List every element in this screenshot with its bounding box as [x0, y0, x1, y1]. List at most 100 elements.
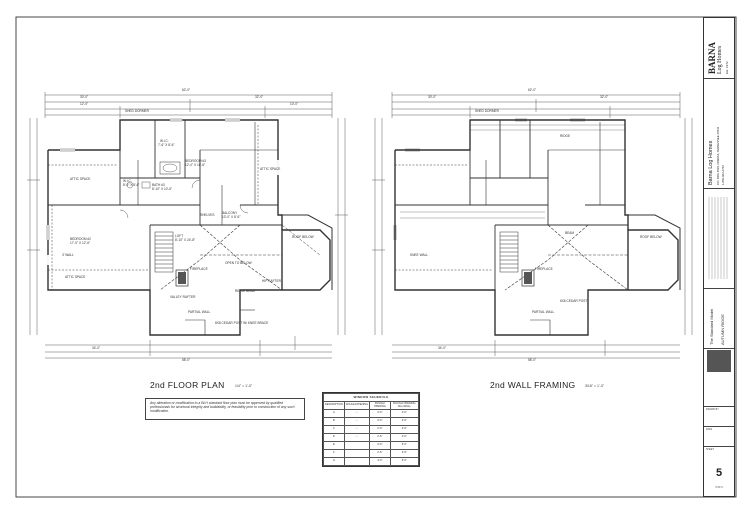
- ws-cell: [343, 449, 371, 458]
- date-label: DATE: [706, 428, 713, 431]
- label-post-note: 8X8 CEDAR POST W/ KNEE BRACE: [215, 321, 269, 325]
- label-valley-rafter: VALLEY RAFTER: [170, 295, 196, 299]
- room-bedroom3: BEDROOM #3: [185, 159, 206, 163]
- brand-name: BARNA: [707, 41, 717, 74]
- table-row: D- -2'-6"4'-0": [323, 433, 420, 442]
- label-r-beam: BEAM: [565, 231, 575, 235]
- floor-plan-right: [372, 92, 693, 359]
- ws-cell: 5'-0": [389, 441, 420, 450]
- dim-seg-b: 32'-0": [255, 95, 264, 99]
- brand-subname: Log Homes: [717, 45, 723, 74]
- ws-cell: 5'-0": [389, 457, 420, 466]
- dim-r-sub-bottom: 34'-0": [438, 346, 447, 350]
- label-shed-dormer: SHED DORMER: [125, 109, 149, 113]
- room-bedroom3-size: 12'-0" X 18'-6": [185, 163, 206, 167]
- label-attic-2: ATTIC SPACE: [260, 167, 281, 171]
- room-wic2-size: 8'-0" X 5'-6": [123, 183, 140, 187]
- table-row: B- -3'-0"3'-0": [323, 417, 420, 426]
- ws-cell: 4'-0": [389, 409, 420, 418]
- label-partial-wall: PARTIAL WALL: [188, 310, 211, 314]
- sheet-of: 5 OF 6: [715, 486, 723, 489]
- ws-cell: 4'-0": [369, 457, 391, 466]
- label-r-shed: SHED DORMER: [475, 109, 499, 113]
- ws-cell: [343, 441, 371, 450]
- drawn-label: DRAWN BY: [706, 408, 719, 411]
- ws-cell: 2'-6": [369, 433, 391, 442]
- ws-cell: 3'-6": [389, 449, 420, 458]
- label-attic-1: ATTIC SPACE: [70, 177, 91, 181]
- table-row: E 3'-0"5'-0": [323, 441, 420, 450]
- label-r-post: 6X6 CEDAR POST: [560, 299, 588, 303]
- room-balcony-size: 13'-0" X 8'-6": [222, 215, 241, 219]
- ws-cell: G: [323, 457, 345, 466]
- sheet-number: 5: [715, 467, 723, 479]
- brand-established: Est. 1972: [725, 61, 729, 74]
- alteration-note-text: Any alteration or modification to a BLH …: [150, 401, 295, 414]
- ws-cell: 3'-0": [389, 417, 420, 426]
- dim-r-seg-a: 30'-0": [428, 95, 437, 99]
- room-wic2: W.I.C.: [123, 179, 132, 183]
- ws-header: ROUGH/OPENING: [343, 401, 371, 410]
- dim-seg-c: 12'-0": [80, 102, 89, 106]
- window-schedule-title: WINDOW SCHEDULE: [323, 393, 419, 402]
- ws-cell: 3'-0": [389, 425, 420, 434]
- label-r-roof-below: ROOF BELOW: [640, 235, 662, 239]
- label-r-partial-wall: PARTIAL WALL: [532, 310, 555, 314]
- tb-drawn: DRAWN BY: [704, 406, 734, 426]
- label-open-below: OPEN TO BELOW: [225, 261, 252, 265]
- ws-cell: 2'-0": [369, 425, 391, 434]
- dim-r-overall-bottom: 58'-0": [528, 358, 537, 362]
- ws-cell: - -: [343, 425, 371, 434]
- ws-header: DESCRIPTION: [323, 401, 345, 410]
- ws-cell: 3'-0": [369, 409, 391, 418]
- plan-title-left: 2nd FLOOR PLAN: [150, 380, 225, 390]
- ws-header: ROUGH OPENING SILL/WALL: [389, 401, 420, 410]
- dim-r-overall-top: 62'-0": [528, 88, 537, 92]
- ws-cell: B: [323, 417, 345, 426]
- ws-header: ROUGH OPENING: [369, 401, 391, 410]
- label-kneewall: 3' WALL: [62, 253, 74, 257]
- room-bedroom2: BEDROOM #2: [70, 237, 91, 241]
- title-block: BARNA Log Homes Est. 1972 Barna Log Home…: [703, 17, 735, 497]
- window-schedule: WINDOW SCHEDULE DESCRIPTION ROUGH/OPENIN…: [322, 392, 420, 467]
- label-roof-below: ROOF BELOW: [292, 235, 314, 239]
- alteration-note: Any alteration or modification to a BLH …: [145, 398, 305, 420]
- tb-date: DATE: [704, 426, 734, 446]
- ws-cell: 4'-0": [389, 433, 420, 442]
- company-phone: 1-800-962-2762: [721, 165, 725, 185]
- notes-lines: [708, 197, 728, 279]
- dim-r-seg-b: 32'-0": [600, 95, 609, 99]
- room-wic1-size: 7'-6" X 8'-6": [158, 143, 175, 147]
- table-row: C- -2'-0"3'-0": [323, 425, 420, 434]
- ws-cell: E: [323, 441, 345, 450]
- table-row: A- -3'-0"4'-0": [323, 409, 420, 418]
- label-r-kneewall: KNEE WALL: [410, 253, 429, 257]
- tb-logo: BARNA Log Homes Est. 1972: [704, 18, 734, 78]
- ws-cell: D: [323, 433, 345, 442]
- model-name: AUTUMN RIDGE: [720, 314, 725, 345]
- plan-scale-left: 1/4" = 1'-0": [235, 384, 253, 388]
- ws-cell: F: [323, 449, 345, 458]
- room-balcony: BALCONY: [222, 211, 238, 215]
- room-bath3: BATH #3: [152, 183, 165, 187]
- table-row: G 4'-0"5'-0": [323, 457, 420, 466]
- room-wic1: W.I.C.: [160, 139, 169, 143]
- model-series: The Standard Model: [709, 308, 714, 345]
- tb-sheet: SHEET 5 5 OF 6: [704, 446, 734, 496]
- ws-cell: [343, 457, 371, 466]
- ws-cell: 3'-0": [369, 417, 391, 426]
- tb-model: The Standard Model AUTUMN RIDGE: [704, 288, 734, 348]
- floor-plan-left: [27, 92, 348, 359]
- ws-cell: - -: [343, 409, 371, 418]
- company-address: P.O. BOX 4529, ONEIDA, TENNESSEE 37841: [716, 126, 720, 185]
- ws-cell: 3'-0": [369, 441, 391, 450]
- tb-company: Barna Log Homes P.O. BOX 4529, ONEIDA, T…: [704, 78, 734, 188]
- seal-graphic: [707, 350, 731, 372]
- label-fireplace: FIREPLACE: [190, 267, 208, 271]
- dim-sub-bottom: 34'-0": [92, 346, 101, 350]
- dim-overall-top: 62'-0": [182, 88, 191, 92]
- label-r-fireplace: FIREPLACE: [535, 267, 553, 271]
- label-r-ridge: RIDGE: [560, 134, 571, 138]
- company-name: Barna Log Homes: [708, 140, 714, 185]
